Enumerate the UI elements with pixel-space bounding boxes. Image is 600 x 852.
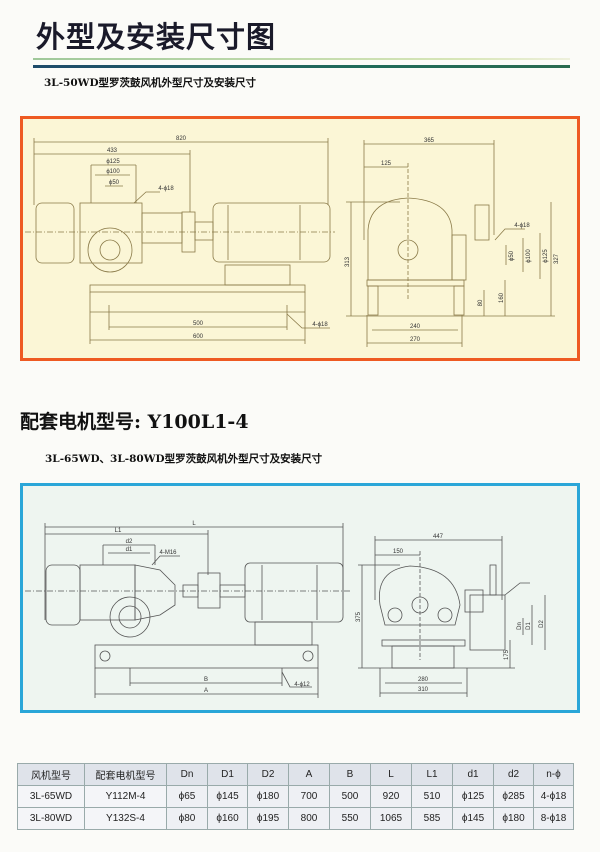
table-cell: 500 bbox=[329, 785, 371, 808]
dim-125: 125 bbox=[381, 161, 392, 167]
dim-d1: d1 bbox=[126, 547, 133, 553]
table-cell: 800 bbox=[288, 807, 330, 830]
dim-365: 365 bbox=[424, 138, 435, 144]
dim-160: 160 bbox=[499, 292, 505, 303]
dim-500: 500 bbox=[193, 321, 204, 327]
dim-L: L bbox=[192, 521, 196, 527]
dim-d50: ϕ50 bbox=[109, 180, 120, 186]
table-cell: ϕ125 bbox=[452, 785, 494, 808]
table-cell: ϕ285 bbox=[493, 785, 534, 808]
table-cell: Y112M-4 bbox=[84, 785, 167, 808]
table-cell: 3L-80WD bbox=[17, 807, 85, 830]
table-cell: 1065 bbox=[370, 807, 412, 830]
dim-447: 447 bbox=[433, 534, 444, 540]
front-view bbox=[25, 138, 335, 344]
dim-Dn: Dn bbox=[517, 622, 523, 630]
table-cell: 920 bbox=[370, 785, 412, 808]
dim-d125: ϕ125 bbox=[106, 159, 120, 165]
header-cell: L1 bbox=[411, 763, 453, 786]
dim-310: 310 bbox=[418, 687, 429, 693]
drawing-3l65wd-3l80wd: L L1 d2 d1 4-M16 B A 4-ϕ12 447 150 375 D… bbox=[25, 521, 546, 698]
table-cell: 550 bbox=[329, 807, 371, 830]
table-cell: ϕ80 bbox=[166, 807, 208, 830]
dim-A: A bbox=[204, 688, 208, 694]
page-title: 外型及安装尺寸图 bbox=[36, 20, 277, 54]
dim-d100: ϕ100 bbox=[106, 169, 120, 175]
dim-150: 150 bbox=[393, 549, 404, 555]
header-cell: 配套电机型号 bbox=[84, 763, 167, 786]
dim-280: 280 bbox=[418, 677, 429, 683]
dim-D2: D2 bbox=[539, 620, 545, 628]
front-view bbox=[25, 523, 350, 698]
header-cell: n-ϕ bbox=[533, 763, 574, 786]
header-cell: d1 bbox=[452, 763, 494, 786]
dim-820: 820 bbox=[176, 136, 187, 142]
motor-model-heading: 配套电机型号: Y100L1-4 bbox=[20, 411, 249, 433]
table-cell: 585 bbox=[411, 807, 453, 830]
side-view bbox=[346, 140, 555, 347]
table-cell: 4-ϕ18 bbox=[533, 785, 574, 808]
table-cell: ϕ145 bbox=[452, 807, 494, 830]
table-cell: ϕ180 bbox=[493, 807, 534, 830]
title-rule-dark bbox=[33, 65, 570, 68]
section1-subtitle: 3L-50WD型罗茨鼓风机外型尺寸及安装尺寸 bbox=[44, 77, 257, 89]
drawing-panel-3l65wd-3l80wd: L L1 d2 d1 4-M16 B A 4-ϕ12 447 150 375 D… bbox=[20, 483, 580, 713]
header-cell: D1 bbox=[207, 763, 248, 786]
dim-80: 80 bbox=[478, 299, 484, 306]
dim-B: B bbox=[204, 677, 208, 683]
table-cell: 700 bbox=[288, 785, 330, 808]
table-cell: ϕ180 bbox=[247, 785, 289, 808]
side-dim-d50: ϕ50 bbox=[509, 250, 515, 261]
side-bolts-label: 4-ϕ18 bbox=[514, 223, 530, 229]
dim-313: 313 bbox=[345, 256, 351, 267]
header-cell: 风机型号 bbox=[17, 763, 85, 786]
table-cell: 8-ϕ18 bbox=[533, 807, 574, 830]
bolts-base-label: 4-ϕ18 bbox=[312, 322, 328, 328]
dim-375: 375 bbox=[356, 611, 362, 622]
table-cell: 3L-65WD bbox=[17, 785, 85, 808]
dim-270: 270 bbox=[410, 337, 421, 343]
header-cell: B bbox=[329, 763, 371, 786]
bolts-top-label: 4-ϕ18 bbox=[158, 186, 174, 192]
dim-600: 600 bbox=[193, 334, 204, 340]
section2-subtitle: 3L-65WD、3L-80WD型罗茨鼓风机外型尺寸及安装尺寸 bbox=[45, 453, 323, 465]
table-cell: 510 bbox=[411, 785, 453, 808]
table-cell: ϕ160 bbox=[207, 807, 248, 830]
bolts-base-label: 4-ϕ12 bbox=[294, 682, 310, 688]
dim-L1: L1 bbox=[115, 528, 122, 534]
header-cell: L bbox=[370, 763, 412, 786]
table-header-row: 风机型号 配套电机型号 Dn D1 D2 A B L L1 d1 d2 n-ϕ bbox=[17, 763, 574, 786]
side-view bbox=[358, 536, 546, 697]
dim-240: 240 bbox=[410, 324, 421, 330]
side-dim-d100: ϕ100 bbox=[526, 249, 532, 263]
table-cell: ϕ195 bbox=[247, 807, 289, 830]
dim-327: 327 bbox=[554, 253, 560, 264]
dim-d2: d2 bbox=[126, 539, 133, 545]
side-dim-d125: ϕ125 bbox=[543, 249, 549, 263]
title-rule-light bbox=[33, 58, 570, 60]
drawing-panel-3l50wd: 820 433 ϕ125 ϕ100 ϕ50 4-ϕ18 500 600 4-ϕ1… bbox=[20, 116, 580, 361]
table-cell: ϕ65 bbox=[166, 785, 208, 808]
header-cell: d2 bbox=[493, 763, 534, 786]
table-row: 3L-80WD Y132S-4 ϕ80 ϕ160 ϕ195 800 550 10… bbox=[17, 807, 574, 830]
dim-175: 175 bbox=[504, 649, 510, 660]
dim-433: 433 bbox=[107, 148, 118, 154]
bolts-top-label: 4-M16 bbox=[159, 550, 177, 556]
spec-table: 风机型号 配套电机型号 Dn D1 D2 A B L L1 d1 d2 n-ϕ … bbox=[17, 763, 574, 830]
table-cell: ϕ145 bbox=[207, 785, 248, 808]
table-row: 3L-65WD Y112M-4 ϕ65 ϕ145 ϕ180 700 500 92… bbox=[17, 785, 574, 808]
header-cell: D2 bbox=[247, 763, 289, 786]
table-cell: Y132S-4 bbox=[84, 807, 167, 830]
dim-D1: D1 bbox=[526, 622, 532, 630]
drawing-3l50wd: 820 433 ϕ125 ϕ100 ϕ50 4-ϕ18 500 600 4-ϕ1… bbox=[25, 136, 560, 347]
header-cell: A bbox=[288, 763, 330, 786]
header-cell: Dn bbox=[166, 763, 208, 786]
